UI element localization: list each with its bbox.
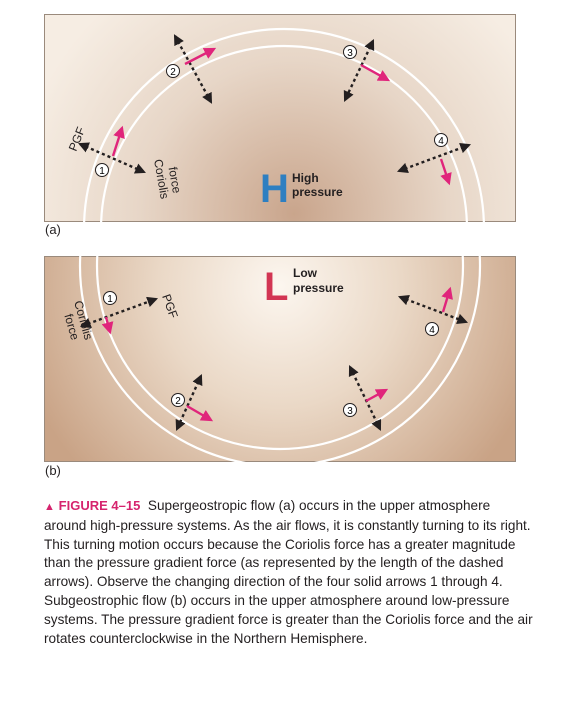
force-marker-1: 1 (78, 125, 146, 177)
isobar-outer (83, 27, 485, 222)
low-pressure-symbol: L (264, 265, 288, 309)
isobar-inner (100, 44, 468, 222)
force-marker-2: 2 (171, 374, 214, 431)
figure-caption: ▲ FIGURE 4–15 Supergeostropic flow (a) o… (44, 497, 534, 648)
svg-text:2: 2 (175, 396, 181, 407)
panel-b-label: (b) (45, 463, 61, 478)
svg-text:4: 4 (438, 136, 444, 147)
force-marker-3: 3 (343, 39, 391, 102)
high-pressure-symbol: H (260, 167, 289, 211)
force-marker-4: 4 (396, 133, 472, 186)
panel-b-diagram: 1 2 3 4 PGF Coriolis force (44, 256, 516, 462)
svg-text:Coriolis: Coriolis (151, 158, 172, 200)
svg-text:3: 3 (347, 406, 353, 417)
caption-text: Supergeostropic flow (a) occurs in the u… (44, 498, 533, 646)
panel-b-low-pressure: 1 2 3 4 PGF Coriolis force (44, 256, 516, 462)
force-marker-1: 1 (79, 291, 159, 335)
figure-label: FIGURE 4–15 (58, 498, 141, 513)
low-label-1: Low (293, 266, 318, 280)
high-label-2: pressure (292, 185, 343, 199)
svg-text:1: 1 (99, 166, 105, 177)
coriolis-label: Coriolis force (151, 158, 184, 200)
svg-text:force: force (166, 166, 184, 195)
svg-text:1: 1 (107, 294, 113, 305)
isobar-inner (95, 256, 465, 451)
panel-a-label: (a) (45, 222, 61, 237)
svg-text:2: 2 (170, 67, 176, 78)
panel-a-high-pressure: 2 3 4 1 PGF Coriolis force (44, 14, 516, 222)
force-marker-4: 4 (397, 286, 469, 336)
svg-text:4: 4 (429, 325, 435, 336)
triangle-icon: ▲ (44, 501, 55, 513)
panel-a-background (44, 14, 516, 222)
force-marker-2: 2 (166, 34, 217, 104)
force-marker-3: 3 (343, 365, 389, 431)
isobar-outer (78, 256, 482, 462)
low-label-2: pressure (293, 281, 344, 295)
panel-a-diagram: 2 3 4 1 PGF Coriolis force (44, 14, 516, 222)
high-label-1: High (292, 171, 319, 185)
svg-text:3: 3 (347, 48, 353, 59)
